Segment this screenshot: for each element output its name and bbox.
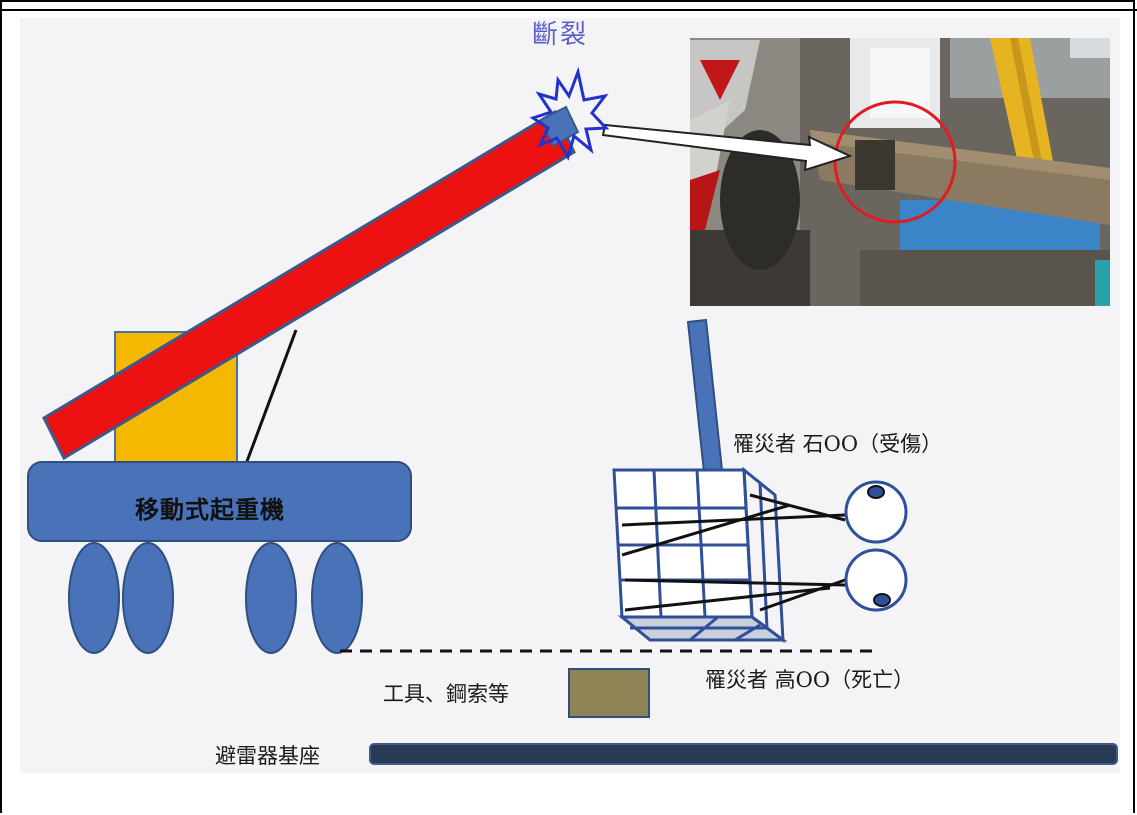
lightning-rod-base-label: 避雷器基座 — [215, 744, 320, 768]
crane-label: 移動式起重機 — [135, 495, 285, 524]
boom-support-line — [244, 329, 298, 465]
tools-box — [568, 668, 650, 718]
fracture-label: 斷裂 — [532, 20, 589, 50]
tools-label: 工具、鋼索等 — [383, 682, 509, 706]
boom-tip — [539, 105, 580, 148]
crane-boom — [42, 109, 576, 461]
frame-top-line — [0, 9, 1137, 11]
lightning-rod-base-bar — [369, 743, 1118, 765]
injured-victim-label: 罹災者 石OO（受傷） — [733, 432, 943, 456]
crane-wheels — [68, 542, 363, 654]
wheel — [122, 542, 174, 654]
site-photo — [690, 38, 1110, 306]
victim-figures — [621, 480, 908, 612]
crane-body — [27, 461, 412, 542]
wheel — [311, 542, 363, 654]
hoist-pole — [686, 318, 724, 474]
pointer-arrow — [601, 123, 853, 172]
highlight-circle — [833, 100, 957, 224]
wheel — [245, 542, 297, 654]
deceased-victim-label: 罹災者 高OO（死亡） — [705, 668, 915, 692]
wheel — [68, 542, 120, 654]
fracture-burst-icon — [529, 66, 610, 161]
